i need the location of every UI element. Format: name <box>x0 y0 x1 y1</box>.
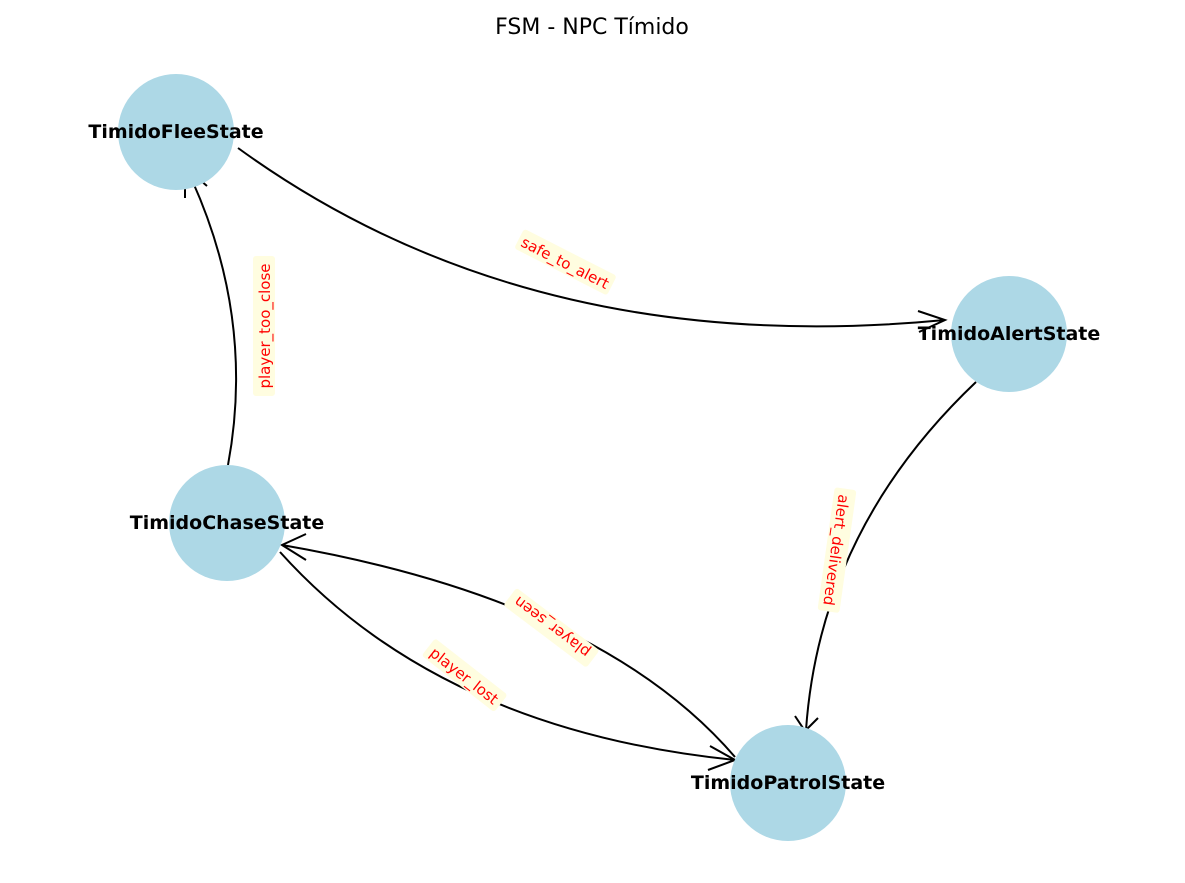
edge-label-bg <box>504 588 599 667</box>
node-label-alert: TimidoAlertState <box>918 323 1101 345</box>
edges: safe_to_alert alert_delivered player_too… <box>184 147 977 771</box>
edge-player-too-close: player_too_close <box>184 179 275 466</box>
node-label-flee: TimidoFleeState <box>88 121 263 143</box>
edge-line <box>237 147 946 328</box>
edge-safe-to-alert: safe_to_alert <box>237 147 948 333</box>
nodes: TimidoFleeState TimidoAlertState TimidoC… <box>88 74 1100 841</box>
edge-label-safe-to-alert: safe_to_alert <box>518 233 612 294</box>
node-patrol[interactable]: TimidoPatrolState <box>691 725 885 841</box>
edge-label-bg <box>817 487 857 613</box>
node-circle[interactable] <box>951 276 1067 392</box>
node-label-patrol: TimidoPatrolState <box>691 772 885 794</box>
node-chase[interactable]: TimidoChaseState <box>130 465 324 581</box>
node-label-chase: TimidoChaseState <box>130 512 324 534</box>
arrow-head-icon <box>917 310 948 333</box>
edge-alert-delivered: alert_delivered <box>794 381 977 733</box>
arrow-head-icon <box>279 533 307 561</box>
edge-line <box>281 544 736 758</box>
node-circle[interactable] <box>169 465 285 581</box>
node-circle[interactable] <box>118 74 234 190</box>
edge-line <box>191 179 238 466</box>
edge-label-player-seen: player_seen <box>510 592 594 662</box>
edge-label-bg <box>515 229 616 295</box>
edge-label-bg <box>422 639 507 711</box>
node-alert[interactable]: TimidoAlertState <box>918 276 1101 392</box>
edge-label-player-lost: player_lost <box>426 644 502 709</box>
edge-label-player-too-close: player_too_close <box>256 263 275 388</box>
edge-player-lost: player_lost <box>279 551 738 771</box>
edge-player-seen: player_seen <box>279 533 736 758</box>
diagram-title: FSM - NPC Tímido <box>495 15 689 40</box>
edge-label-bg <box>253 256 275 396</box>
node-circle[interactable] <box>730 725 846 841</box>
node-flee[interactable]: TimidoFleeState <box>88 74 264 190</box>
edge-line <box>279 551 736 761</box>
edge-line <box>805 381 977 731</box>
